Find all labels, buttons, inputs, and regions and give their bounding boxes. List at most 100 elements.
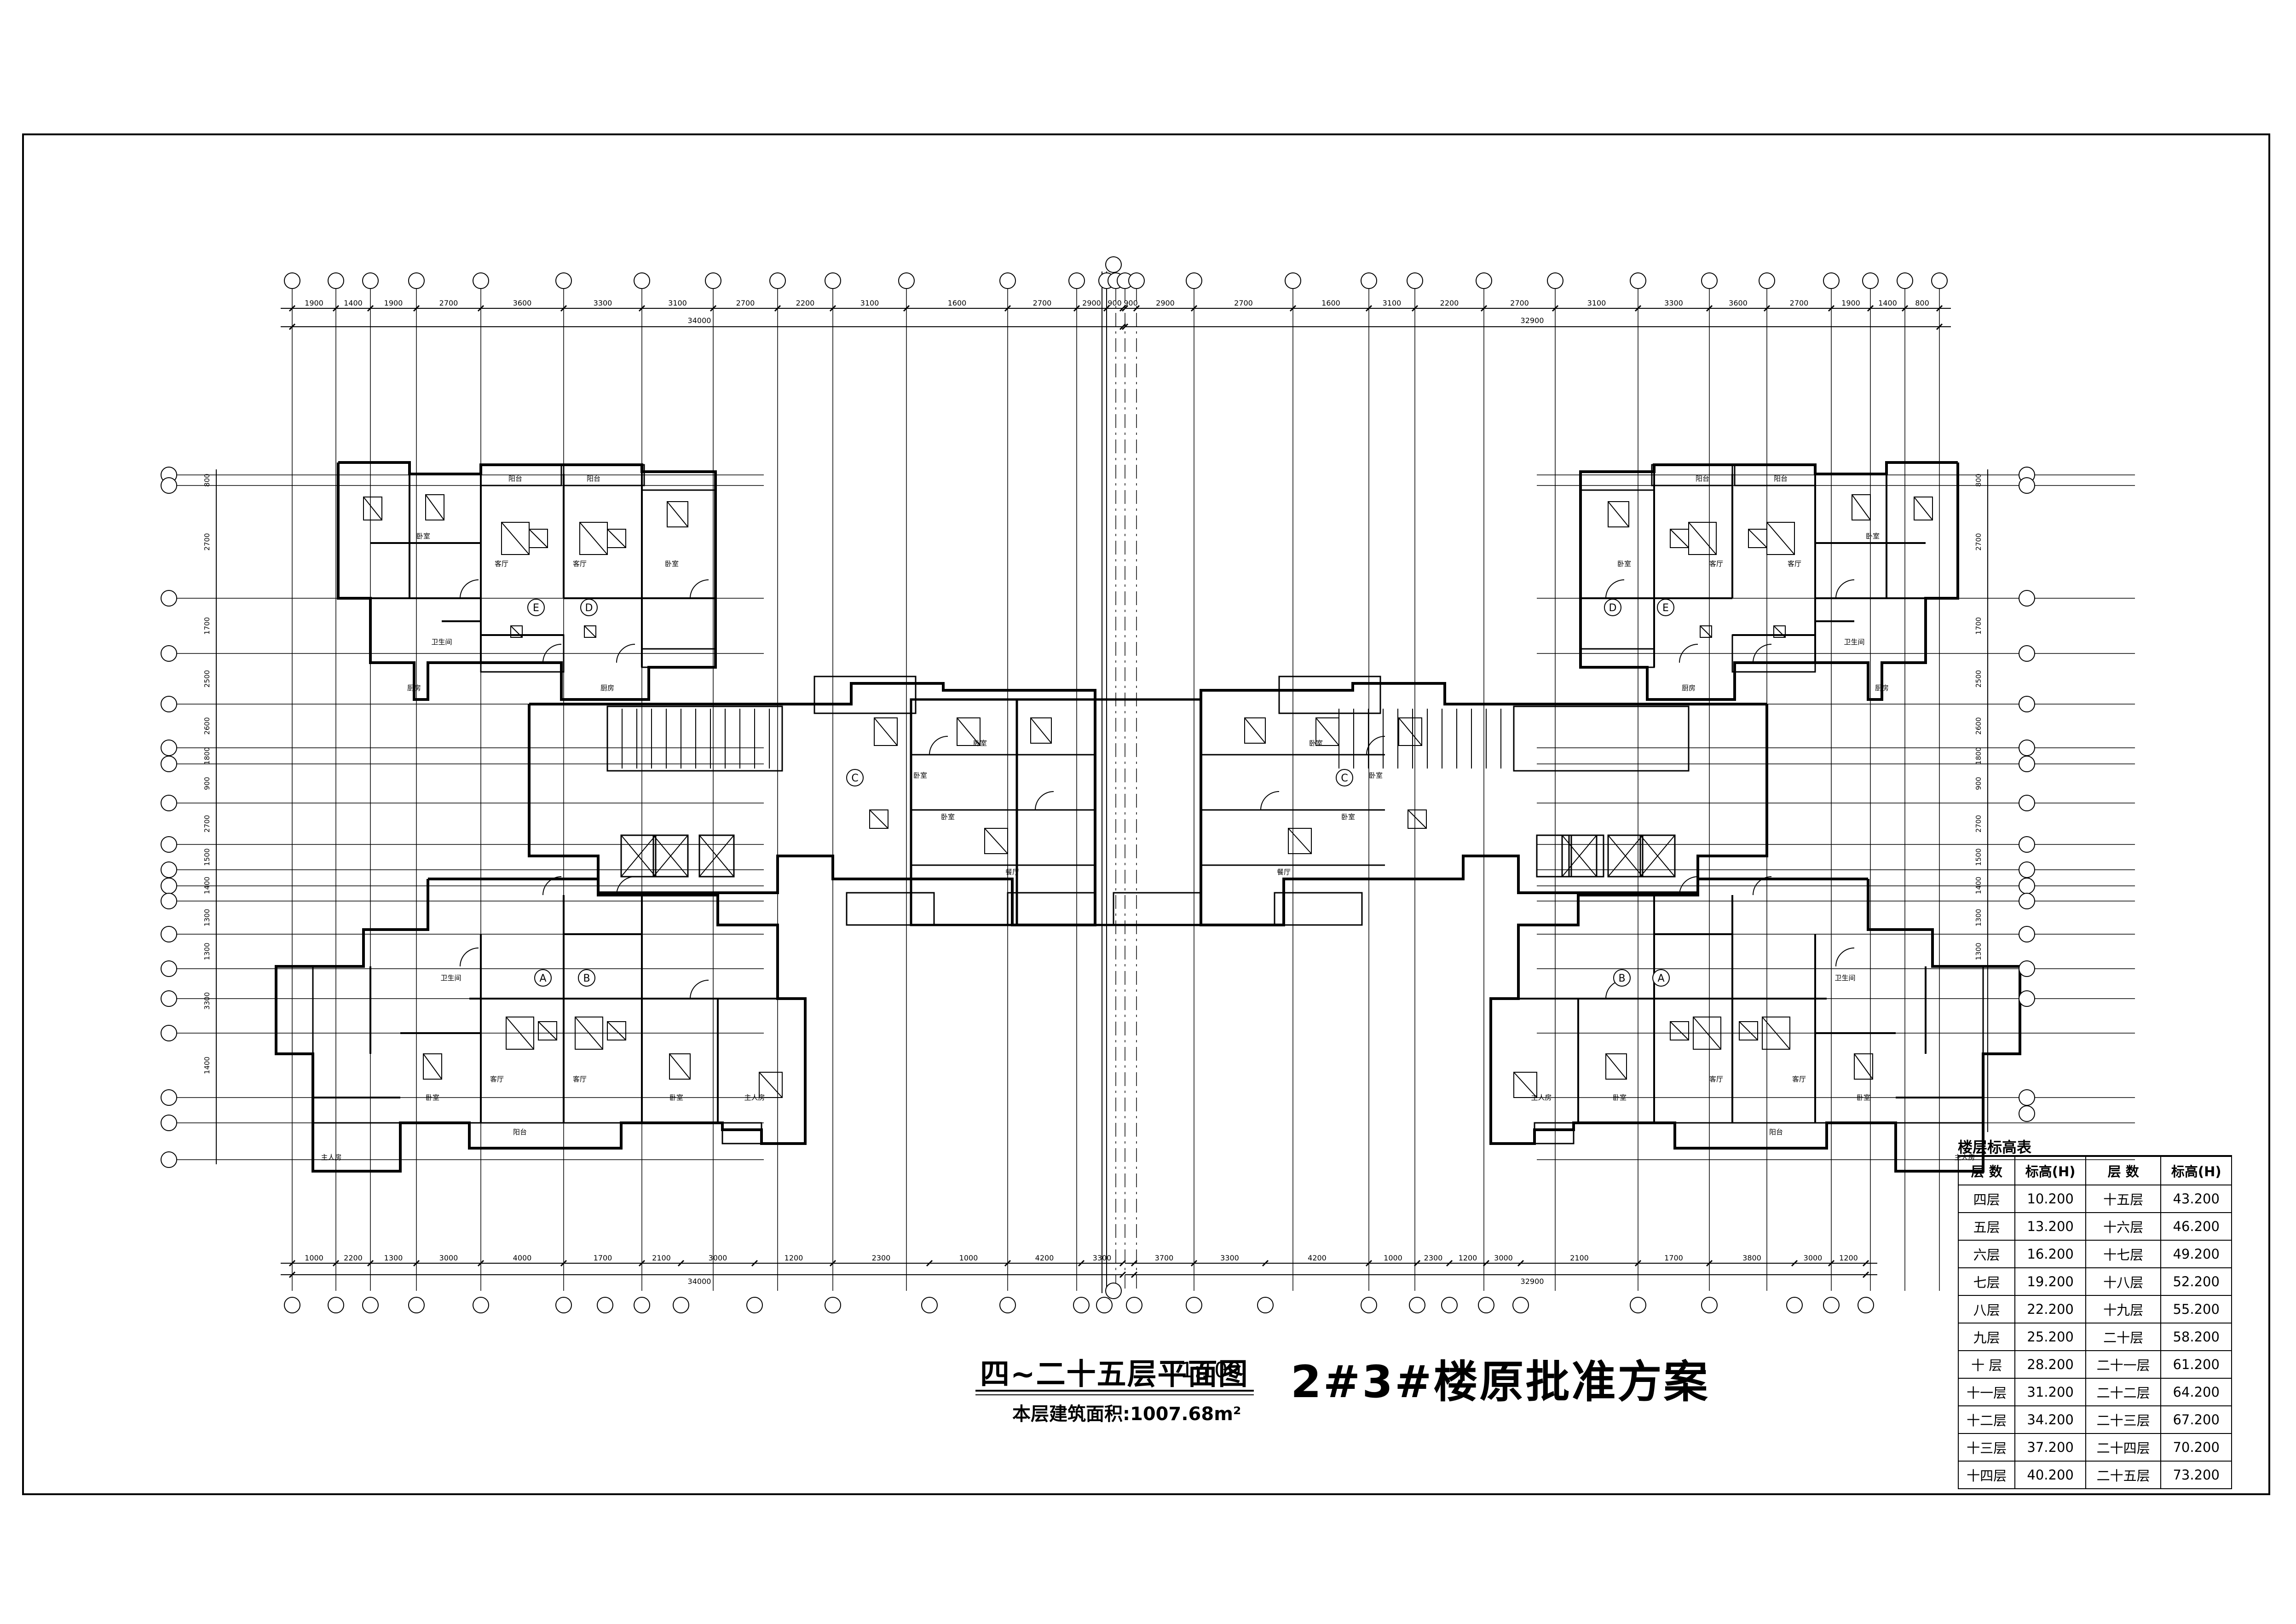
door-swing bbox=[616, 876, 635, 896]
dimension-tick bbox=[1119, 323, 1126, 330]
furniture bbox=[425, 494, 444, 520]
grid-bubble bbox=[673, 1297, 689, 1313]
table-cell: 70.200 bbox=[2160, 1433, 2232, 1462]
room-label: 卫生间 bbox=[431, 638, 452, 646]
room-labels: 卧室卧室客厅客厅客厅客厅阳台阳台阳台阳台厨房厨房卫生间卫生间卧室卧室厨房厨房卧室… bbox=[321, 474, 1975, 1162]
elevator-x bbox=[1562, 835, 1597, 877]
grid-bubble bbox=[1441, 1297, 1458, 1313]
unit-mark-circle bbox=[1336, 769, 1353, 786]
elevator bbox=[1536, 834, 1572, 878]
room-label: 客厅 bbox=[573, 1075, 587, 1083]
door-swing bbox=[542, 876, 562, 896]
dimension-text: 1900 bbox=[1841, 299, 1860, 307]
table-cell: 十五层 bbox=[2085, 1185, 2162, 1213]
furniture bbox=[1700, 625, 1712, 638]
dimension-tick bbox=[1121, 305, 1129, 312]
dimension-text: 2700 bbox=[1974, 815, 1983, 832]
dimension-text: 2900 bbox=[1082, 299, 1101, 307]
table-cell: 十六层 bbox=[2085, 1212, 2162, 1241]
grid-bubble bbox=[161, 590, 177, 607]
furniture-line bbox=[957, 717, 981, 746]
grid-bubble bbox=[1105, 1283, 1122, 1299]
grid-bubble bbox=[161, 795, 177, 811]
dimension-tick bbox=[1073, 305, 1080, 312]
door-swing bbox=[460, 579, 479, 599]
header-floor-1: 层 数 bbox=[1957, 1155, 2016, 1185]
dimension-text: 3300 bbox=[594, 299, 612, 307]
furniture bbox=[1854, 1053, 1873, 1080]
grid-bubble bbox=[597, 1297, 613, 1313]
dimension-text: 2700 bbox=[1234, 299, 1253, 307]
dimension-tick bbox=[413, 305, 420, 312]
furniture bbox=[506, 1017, 534, 1050]
outer-wall bbox=[1489, 878, 2021, 1173]
dimension-text: 2700 bbox=[1510, 299, 1529, 307]
dimension-tick bbox=[1262, 1260, 1269, 1267]
door-swing bbox=[1835, 579, 1855, 599]
grid-lines bbox=[161, 272, 2135, 1293]
dimension-text: 1400 bbox=[1974, 877, 1983, 894]
furniture-line bbox=[579, 522, 608, 555]
room-label: 卧室 bbox=[1613, 1093, 1627, 1102]
dimension-tick bbox=[1706, 1260, 1713, 1267]
furniture bbox=[1762, 1017, 1790, 1050]
grid-bubble bbox=[634, 1297, 650, 1313]
grid-bubble bbox=[473, 1297, 489, 1313]
furniture-line bbox=[1608, 501, 1629, 527]
grid-bubble bbox=[1285, 272, 1301, 289]
grid-bubble bbox=[2019, 836, 2035, 853]
furniture-line bbox=[506, 1017, 534, 1050]
dimension-tick bbox=[1634, 305, 1642, 312]
dimension-text: 1300 bbox=[1974, 942, 1983, 960]
drawing-title: 四~二十五层平面图 bbox=[980, 1358, 1249, 1392]
dimension-total: 34000 bbox=[688, 316, 711, 325]
fixtures bbox=[363, 494, 1933, 1098]
furniture-line bbox=[1688, 522, 1717, 555]
room-label: 厨房 bbox=[600, 684, 614, 692]
grid-bubble bbox=[2019, 795, 2035, 811]
grid-bubble bbox=[1786, 1297, 1803, 1313]
dimension-text: 3100 bbox=[668, 299, 687, 307]
grid-bubble bbox=[769, 272, 786, 289]
grid-bubble bbox=[284, 1297, 300, 1313]
room-label: 卧室 bbox=[941, 813, 955, 821]
dimension-text: 2500 bbox=[1974, 670, 1983, 688]
grid-bubble bbox=[2019, 1089, 2035, 1106]
door-swing bbox=[616, 644, 635, 663]
balcony bbox=[1895, 1122, 1984, 1172]
dimension-text: 2700 bbox=[736, 299, 755, 307]
unit-mark: C bbox=[1341, 773, 1348, 784]
grid-bubble bbox=[1630, 272, 1646, 289]
grid-bubble bbox=[161, 477, 177, 494]
dimension-text: 2100 bbox=[1570, 1254, 1589, 1262]
grid-bubble bbox=[1126, 1297, 1142, 1313]
grid-bubble bbox=[825, 1297, 841, 1313]
furniture-line bbox=[538, 1021, 557, 1040]
room-label: 卫生间 bbox=[440, 974, 461, 982]
grid-bubble bbox=[1897, 272, 1913, 289]
dimension-total: 32900 bbox=[1521, 1277, 1544, 1286]
elevator-x bbox=[621, 835, 656, 877]
grid-bubble bbox=[2019, 645, 2035, 662]
dimension-tick bbox=[288, 1260, 296, 1267]
room-label: 阳台 bbox=[1696, 474, 1709, 483]
unit-mark-circle bbox=[1657, 599, 1674, 616]
dimension-tick bbox=[1483, 1260, 1490, 1267]
room-label: 卧室 bbox=[913, 771, 927, 780]
dimension-text: 1400 bbox=[203, 1057, 211, 1074]
dimension-tick bbox=[1901, 305, 1909, 312]
table-cell: 13.200 bbox=[2014, 1212, 2086, 1241]
balcony bbox=[1274, 892, 1363, 926]
grid-bubble bbox=[921, 1297, 938, 1313]
dimension-text: 1200 bbox=[1839, 1254, 1858, 1262]
grid-bubble bbox=[161, 1151, 177, 1168]
table-cell: 58.200 bbox=[2160, 1323, 2232, 1351]
grid-bubble bbox=[161, 836, 177, 853]
furniture-line bbox=[575, 1017, 603, 1050]
unit-mark: D bbox=[1609, 602, 1617, 614]
table-cell: 七层 bbox=[1957, 1267, 2016, 1296]
